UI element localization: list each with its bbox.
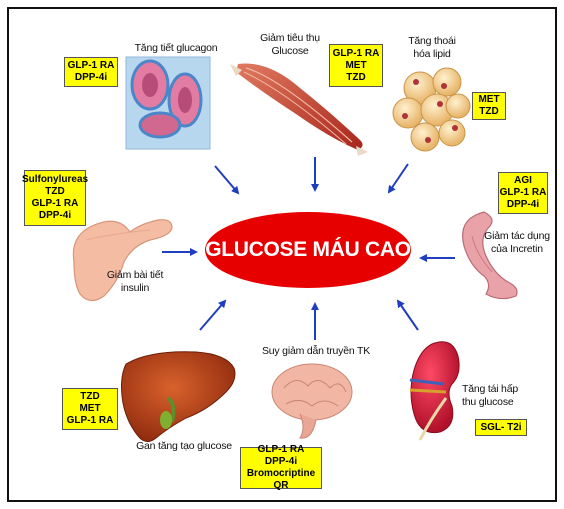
arrow-fat <box>389 164 408 192</box>
brain-drug-box: GLP-1 RA DPP-4i Bromocriptine QR <box>240 447 322 489</box>
drug-item: TZD <box>479 106 498 118</box>
drug-item: MET <box>345 60 366 72</box>
drug-item: DPP-4i <box>507 199 539 211</box>
incretin-label: Giảm tác dụng của Incretin <box>479 230 555 256</box>
islet-cells-image <box>126 57 210 149</box>
liver-label-line: Gan tăng tạo glucose <box>124 440 244 453</box>
drug-item: DPP-4i <box>39 210 71 222</box>
center-title: GLUCOSE MÁU CAO <box>205 238 411 262</box>
kidney-label-line: thu glucose <box>462 396 532 409</box>
center-ellipse: GLUCOSE MÁU CAO <box>205 212 411 288</box>
brain-image <box>272 364 352 438</box>
muscle-label: Giảm tiêu thụ Glucose <box>252 32 328 58</box>
drug-item: SGL- T2i <box>480 422 521 434</box>
drug-item: GLP-1 RA <box>258 444 305 456</box>
arrow-glucagon <box>215 166 238 193</box>
pancreas-drug-box: Sulfonylureas TZD GLP-1 RA DPP-4i <box>24 170 86 226</box>
drug-item: DPP-4i <box>75 72 107 84</box>
muscle-drug-box: GLP-1 RA MET TZD <box>329 44 383 87</box>
pancreas-label: Giảm bài tiết insulin <box>100 269 170 295</box>
arrow-kidney <box>398 301 418 330</box>
kidney-image <box>410 342 459 440</box>
drug-item: AGI <box>514 175 532 187</box>
muscle-label-line: Glucose <box>252 45 328 58</box>
brain-label: Suy giảm dẫn truyền TK <box>250 345 382 358</box>
drug-item: TZD <box>45 186 64 198</box>
pancreas-label-line: insulin <box>100 282 170 295</box>
liver-drug-box: TZD MET GLP-1 RA <box>62 388 118 430</box>
fat-drug-box: MET TZD <box>472 92 506 120</box>
kidney-label: Tăng tái hấp thu glucose <box>462 383 532 409</box>
fat-cells-image <box>393 68 470 151</box>
drug-item: GLP-1 RA <box>67 415 114 427</box>
drug-item: MET <box>478 94 499 106</box>
drug-item: Bromocriptine QR <box>241 468 321 492</box>
fat-label-line: Tăng thoái <box>400 35 464 48</box>
pancreas-label-line: Giảm bài tiết <box>100 269 170 282</box>
glucagon-label: Tăng tiết glucagon <box>126 42 226 55</box>
fat-label-line: hóa lipid <box>400 48 464 61</box>
brain-label-line: Suy giảm dẫn truyền TK <box>250 345 382 358</box>
drug-item: TZD <box>346 72 365 84</box>
drug-item: GLP-1 RA <box>32 198 79 210</box>
arrow-liver <box>200 301 225 330</box>
drug-item: MET <box>79 403 100 415</box>
incretin-drug-box: AGI GLP-1 RA DPP-4i <box>498 172 548 214</box>
liver-image <box>122 352 236 442</box>
drug-item: GLP-1 RA <box>68 60 115 72</box>
liver-label: Gan tăng tạo glucose <box>124 440 244 453</box>
drug-item: DPP-4i <box>265 456 297 468</box>
drug-item: TZD <box>80 391 99 403</box>
muscle-label-line: Giảm tiêu thụ <box>252 32 328 45</box>
glucagon-label-line: Tăng tiết glucagon <box>126 42 226 55</box>
drug-item: Sulfonylureas <box>22 174 88 186</box>
kidney-drug-box: SGL- T2i <box>475 419 527 436</box>
kidney-label-line: Tăng tái hấp <box>462 383 532 396</box>
glucagon-drug-box: GLP-1 RA DPP-4i <box>64 57 118 87</box>
drug-item: GLP-1 RA <box>500 187 547 199</box>
fat-label: Tăng thoái hóa lipid <box>400 35 464 61</box>
incretin-label-line: Giảm tác dụng <box>479 230 555 243</box>
incretin-label-line: của Incretin <box>479 243 555 256</box>
drug-item: GLP-1 RA <box>333 48 380 60</box>
